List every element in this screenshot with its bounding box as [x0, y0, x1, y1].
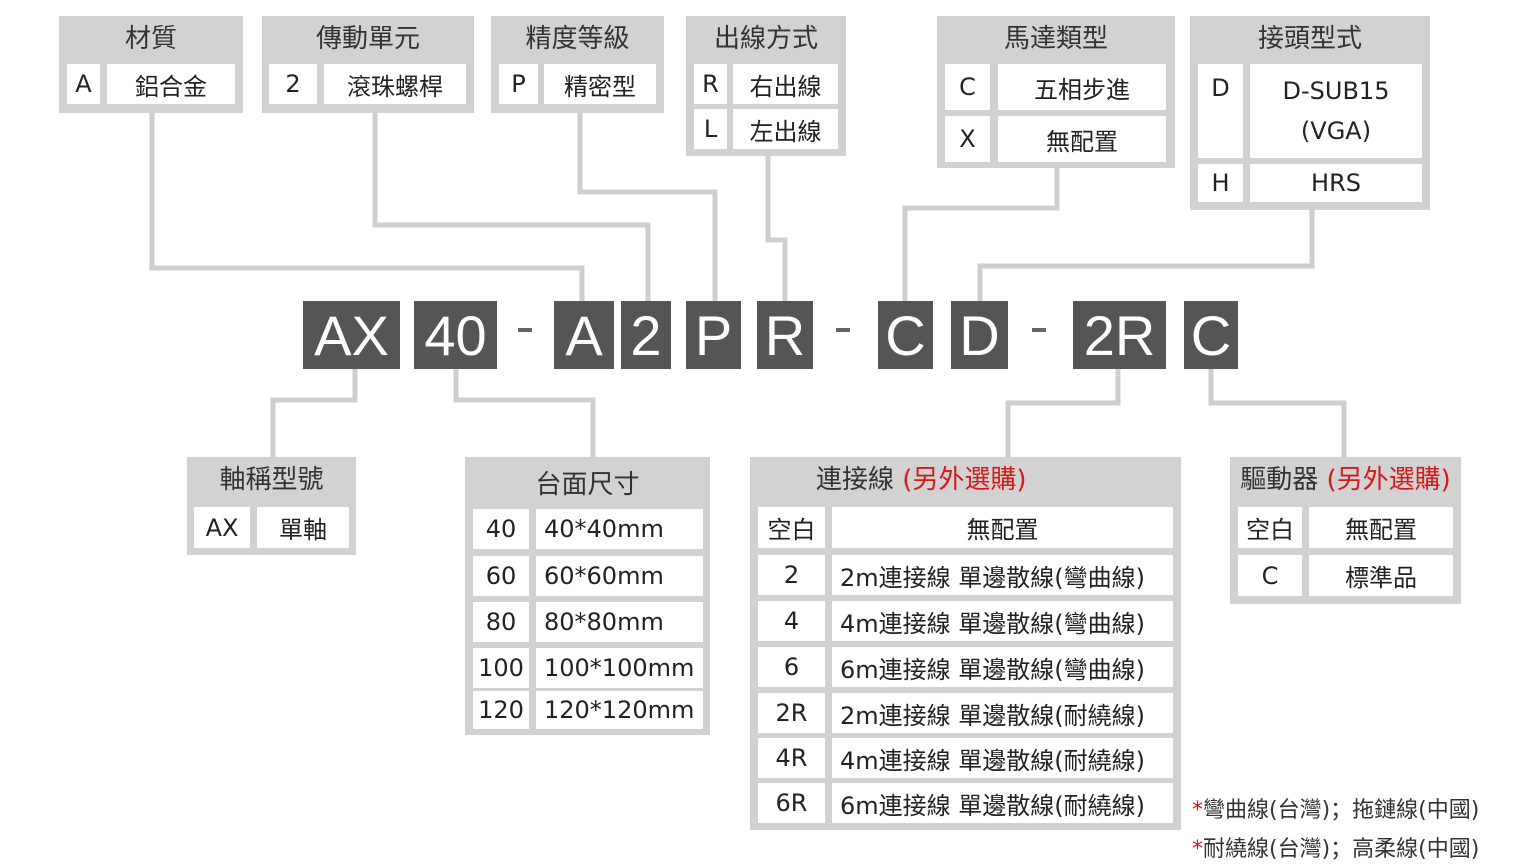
drive-desc-cell: 滾珠螺桿: [324, 64, 466, 104]
motor-box: 馬達類型 C 五相步進 X 無配置: [937, 16, 1175, 168]
code-segment-driver: C: [1184, 301, 1238, 369]
axis-code-cell: AX: [194, 507, 250, 548]
precision-code-cell: P: [499, 64, 538, 104]
outlet-desc-cell: 右出線: [733, 64, 838, 104]
connector-desc-line2: (VGA): [1300, 117, 1372, 145]
outlet-desc-cell: 左出線: [733, 109, 838, 149]
footnote-asterisk: *: [1192, 798, 1203, 823]
cable-desc-cell: 6m連接線 單邊散線(耐繞線): [832, 783, 1173, 823]
table-size-desc-cell: 80*80mm: [536, 602, 703, 642]
outlet-title: 出線方式: [713, 24, 818, 54]
material-desc-cell: 鋁合金: [107, 64, 235, 104]
table-size-desc-cell: 60*60mm: [536, 556, 703, 596]
code-segment-motor: C: [878, 301, 933, 369]
material-code-cell: A: [67, 64, 100, 104]
driver-code-cell: 空白: [1238, 507, 1302, 548]
cable-code-cell: 6R: [758, 783, 825, 823]
code-segment-material: A: [554, 301, 614, 369]
motor-code-cell: X: [945, 116, 990, 162]
outlet-box: 出線方式 R 右出線 L 左出線: [686, 16, 846, 156]
cable-code-cell: 空白: [758, 507, 825, 548]
code-segment-size: 40: [414, 301, 497, 369]
table-size-box: 台面尺寸 40 40*40mm 60 60*60mm 80 80*80mm 10…: [465, 457, 710, 735]
footnote: *耐繞線(台灣)；高柔線(中國): [1192, 831, 1479, 863]
code-segment-cable: 2R: [1073, 301, 1166, 369]
drive-box: 傳動單元 2 滾珠螺桿: [262, 16, 474, 113]
cable-title: 連接線 (另外選購): [750, 457, 1181, 503]
cable-code-cell: 4R: [758, 738, 825, 778]
cable-box: 連接線 (另外選購) 空白 無配置 2 2m連接線 單邊散線(彎曲線) 4 4m…: [750, 457, 1181, 830]
axis-desc-cell: 單軸: [257, 507, 349, 548]
cable-desc-cell: 2m連接線 單邊散線(耐繞線): [832, 693, 1173, 733]
table-size-desc-cell: 120*120mm: [536, 691, 703, 729]
driver-title: 驅動器 (另外選購): [1230, 457, 1461, 503]
driver-desc-cell: 標準品: [1309, 555, 1453, 596]
footnote: *彎曲線(台灣)；拖鏈線(中國): [1192, 792, 1479, 824]
connector-desc-cell: HRS: [1250, 164, 1422, 202]
table-size-code-cell: 100: [473, 648, 529, 688]
table-size-code-cell: 120: [473, 691, 529, 729]
table-size-desc-cell: 100*100mm: [536, 648, 703, 688]
outlet-code-cell: L: [694, 109, 727, 149]
connector-title: 接頭型式: [1257, 24, 1362, 54]
footnote-text: 耐繞線(台灣)；高柔線(中國): [1203, 837, 1480, 862]
motor-desc-cell: 無配置: [998, 116, 1166, 162]
driver-optional-note: (另外選購): [1326, 465, 1451, 495]
cable-code-cell: 2R: [758, 693, 825, 733]
code-segment-precision: P: [686, 301, 741, 369]
driver-code-cell: C: [1238, 555, 1302, 596]
cable-code-cell: 2: [758, 555, 825, 595]
code-separator: [1032, 328, 1046, 332]
motor-title: 馬達類型: [1003, 24, 1108, 54]
driver-desc-cell: 無配置: [1309, 507, 1453, 548]
driver-title-text: 驅動器: [1240, 465, 1319, 495]
material-box: 材質 A 鋁合金: [59, 16, 243, 113]
drive-code-cell: 2: [269, 64, 317, 104]
table-size-code-cell: 60: [473, 556, 529, 596]
axis-box: 軸稱型號 AX 單軸: [187, 457, 356, 555]
code-segment-connector: D: [951, 301, 1008, 369]
table-size-code-cell: 40: [473, 509, 529, 549]
drive-title: 傳動單元: [315, 24, 420, 54]
connector-desc-line1: D-SUB15: [1282, 77, 1390, 105]
connector-box: 接頭型式 D D-SUB15 (VGA) H HRS: [1190, 16, 1430, 210]
cable-code-cell: 4: [758, 601, 825, 641]
cable-desc-cell: 2m連接線 單邊散線(彎曲線): [832, 555, 1173, 595]
code-separator: [836, 328, 850, 332]
connector-desc-cell: D-SUB15 (VGA): [1250, 64, 1422, 158]
table-size-desc-cell: 40*40mm: [536, 509, 703, 549]
cable-desc-cell: 6m連接線 單邊散線(彎曲線): [832, 647, 1173, 687]
precision-desc-cell: 精密型: [544, 64, 656, 104]
precision-title: 精度等級: [525, 24, 630, 54]
motor-desc-cell: 五相步進: [998, 64, 1166, 110]
table-size-title: 台面尺寸: [535, 470, 640, 500]
code-separator: [518, 328, 532, 332]
motor-code-cell: C: [945, 64, 990, 110]
material-title: 材質: [124, 24, 177, 54]
table-size-code-cell: 80: [473, 602, 529, 642]
cable-desc-cell: 4m連接線 單邊散線(耐繞線): [832, 738, 1173, 778]
cable-optional-note: (另外選購): [902, 465, 1027, 495]
code-segment-drive: 2: [621, 301, 671, 369]
footnote-text: 彎曲線(台灣)；拖鏈線(中國): [1203, 798, 1480, 823]
axis-title: 軸稱型號: [219, 465, 324, 495]
connector-code-cell: H: [1198, 164, 1243, 202]
code-segment-series: AX: [303, 301, 400, 369]
cable-desc-cell: 無配置: [832, 507, 1173, 548]
precision-box: 精度等級 P 精密型: [491, 16, 664, 113]
code-segment-outlet: R: [757, 301, 813, 369]
outlet-code-cell: R: [694, 64, 727, 104]
cable-title-text: 連接線: [816, 465, 895, 495]
connector-code-cell: D: [1198, 64, 1243, 158]
driver-box: 驅動器 (另外選購) 空白 無配置 C 標準品: [1230, 457, 1461, 604]
cable-code-cell: 6: [758, 647, 825, 687]
footnote-asterisk: *: [1192, 837, 1203, 862]
cable-desc-cell: 4m連接線 單邊散線(彎曲線): [832, 601, 1173, 641]
